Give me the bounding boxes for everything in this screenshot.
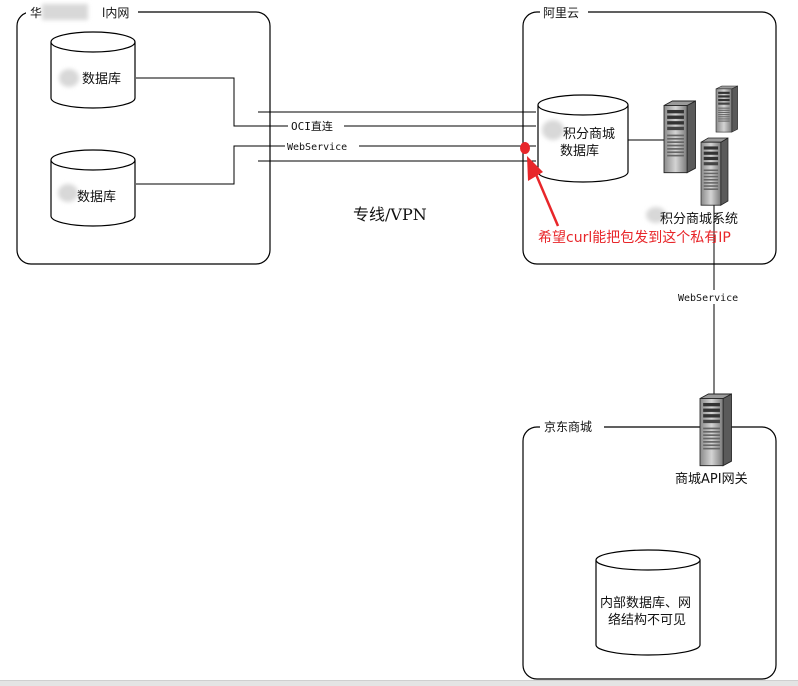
webservice-label-left: WebService: [285, 139, 359, 153]
group-aliyun: 阿里云: [522, 6, 777, 265]
svg-text:数据库: 数据库: [77, 189, 116, 205]
group-aliyun-title: 阿里云: [543, 6, 579, 20]
server-icon-1: [663, 100, 697, 174]
server-icon-jd: [699, 393, 733, 467]
svg-text:内部数据库、网: 内部数据库、网: [600, 595, 691, 611]
webservice-label-vertical: WebService: [676, 290, 750, 304]
jd-gateway-label: 商城API网关: [675, 472, 748, 487]
svg-text:络结构不可见: 络结构不可见: [608, 612, 686, 628]
annotation-arrowhead: [527, 156, 543, 181]
svg-text:数据库: 数据库: [82, 71, 121, 87]
group-left-intranet: 华 l内网: [16, 4, 271, 265]
svg-text:积分商城系统: 积分商城系统: [660, 212, 738, 227]
annotation-arrow-shaft: [533, 171, 560, 227]
oci-line: [136, 77, 536, 127]
svg-text:WebService: WebService: [287, 142, 347, 153]
window-bottom-edge: [0, 680, 798, 686]
server-icon-3: [700, 137, 729, 206]
svg-text:数据库: 数据库: [560, 143, 599, 159]
svg-text:OCI直连: OCI直连: [291, 119, 333, 133]
redaction-blur: [59, 69, 79, 87]
redaction-blur: [58, 184, 78, 202]
database-left-2: 数据库: [50, 149, 136, 227]
annotation-text: 希望curl能把包发到这个私有IP: [538, 229, 731, 246]
redaction-blur: [542, 120, 564, 140]
group-jd-title: 京东商城: [544, 419, 592, 434]
database-left-1: 数据库: [50, 31, 136, 109]
annotation: 希望curl能把包发到这个私有IP: [520, 142, 731, 246]
oci-label: OCI直连: [288, 119, 344, 133]
redaction-blur: [42, 4, 88, 20]
vpn-link-label: 专线/VPN: [353, 205, 427, 224]
redaction-blur: [646, 207, 666, 223]
database-aliyun: 积分商城 数据库: [537, 94, 629, 183]
target-ip-dot: [520, 142, 530, 154]
server-icon-2: [715, 85, 738, 133]
svg-text:WebService: WebService: [678, 293, 738, 304]
svg-text:积分商城: 积分商城: [563, 127, 615, 142]
aliyun-system-label: 积分商城系统: [646, 207, 738, 227]
group-jd: 京东商城: [522, 419, 777, 680]
database-jd: 内部数据库、网 络结构不可见: [595, 549, 701, 656]
webservice-line-left: [136, 145, 536, 185]
